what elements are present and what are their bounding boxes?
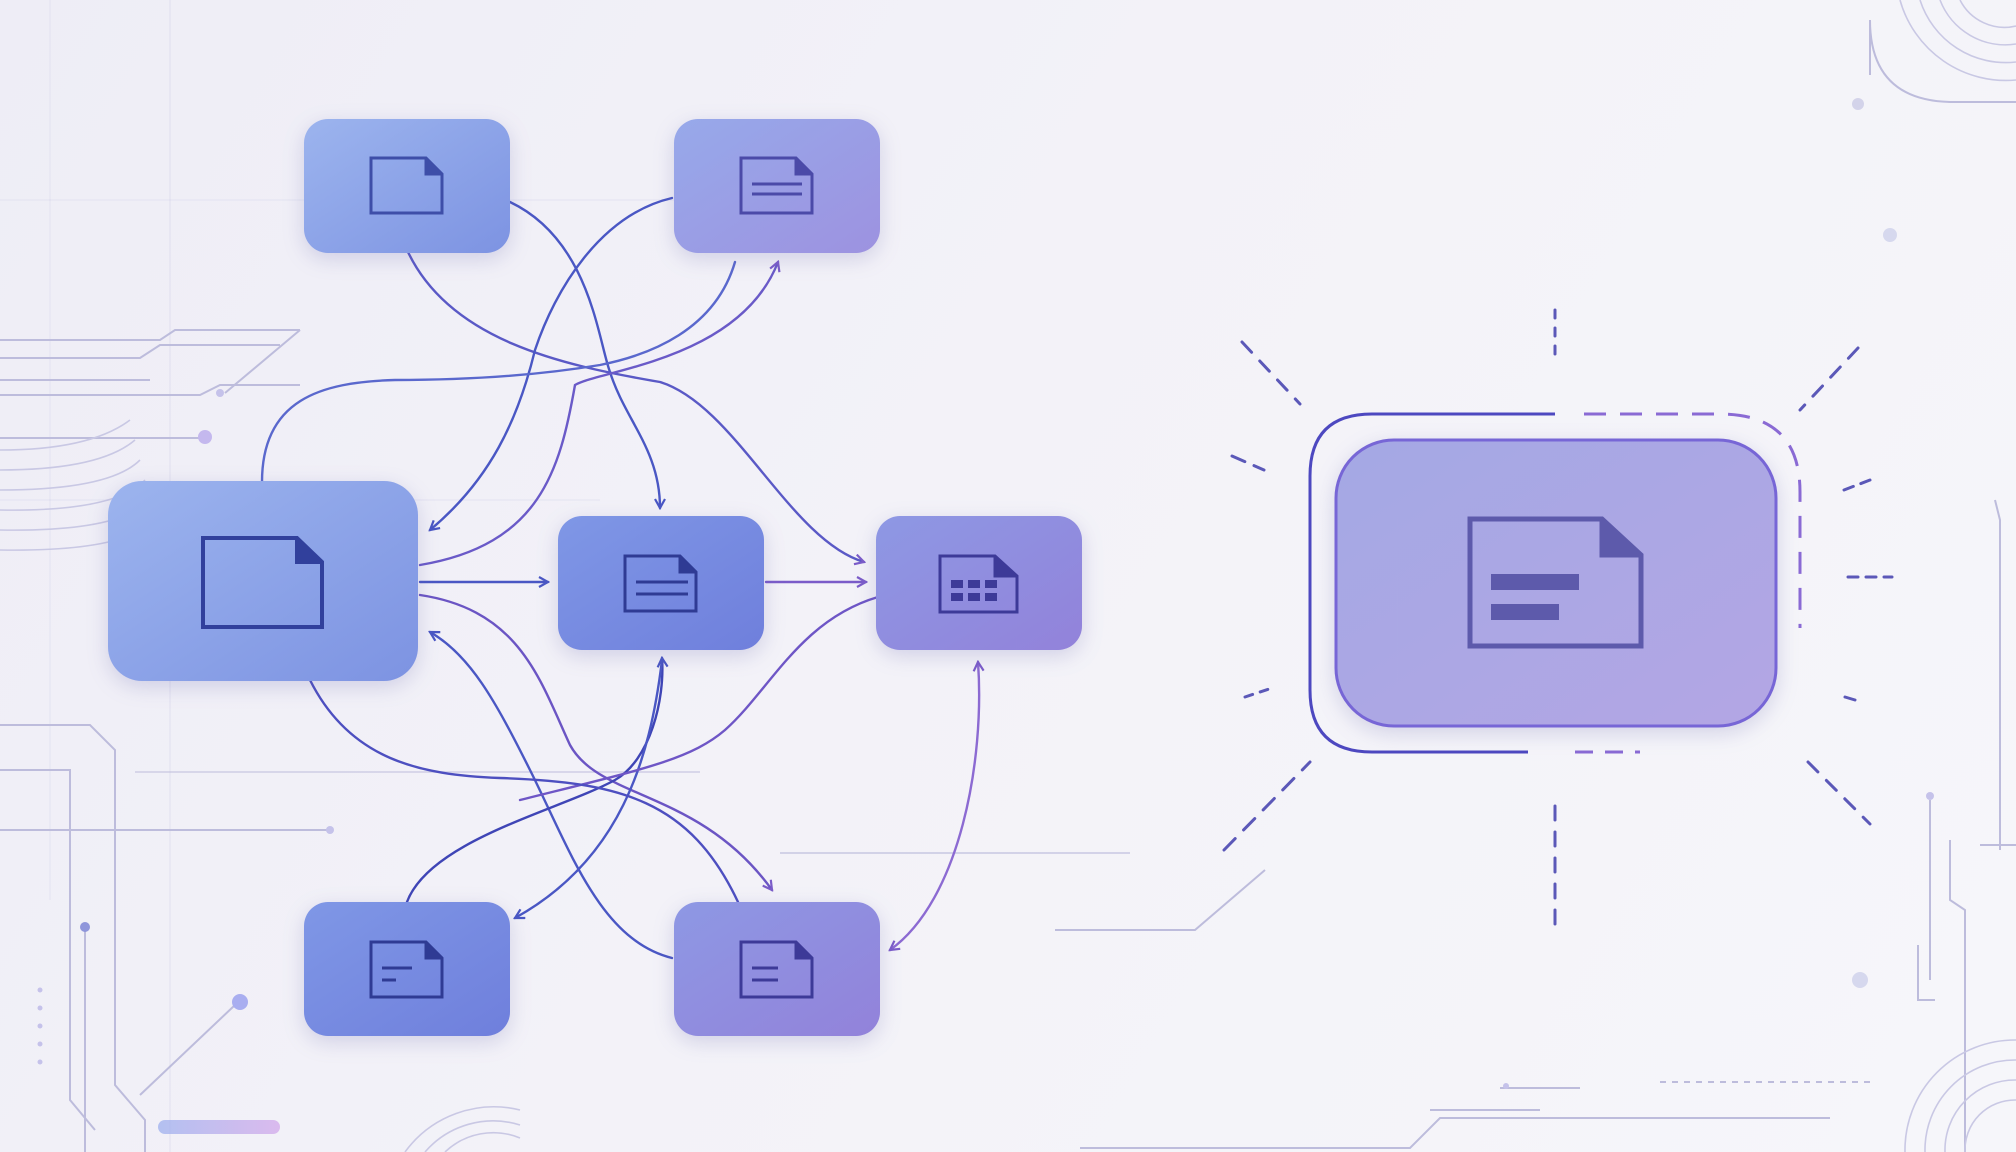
text-document-icon (739, 940, 814, 999)
spreadsheet-document-icon (938, 554, 1019, 614)
node-bottom-left[interactable] (304, 902, 510, 1036)
text-document-icon (1467, 516, 1644, 649)
decorative-dots (37, 98, 1934, 1089)
edge-left-large-to-bottom-right-b (308, 678, 740, 904)
edge-top-right-to-left-large (430, 196, 674, 530)
node-top-right[interactable] (674, 119, 880, 253)
edge-top-right-to-left-large-b (260, 260, 737, 484)
text-document-icon (369, 940, 444, 999)
node-bottom-right[interactable] (674, 902, 880, 1036)
edges (260, 196, 979, 960)
edge-top-left-to-right (406, 250, 864, 562)
edge-right-to-bottom-right (890, 662, 979, 950)
focus-burst-lines (1222, 308, 1894, 932)
blank-document-icon (201, 536, 324, 629)
edge-bottom-left-to-right (518, 595, 880, 802)
node-focus[interactable] (1334, 438, 1778, 728)
decorative-pill (158, 1120, 280, 1134)
edge-left-large-to-top-right (418, 262, 778, 567)
focus-outline (1308, 412, 1802, 754)
node-top-left[interactable] (304, 119, 510, 253)
edge-left-large-to-bottom-right (418, 593, 772, 890)
text-document-icon (623, 554, 698, 613)
edge-center-to-bottom-left (515, 658, 664, 920)
edge-bottom-left-to-center (405, 658, 662, 904)
node-center[interactable] (558, 516, 764, 650)
blank-document-icon (369, 156, 444, 215)
node-right[interactable] (876, 516, 1082, 650)
node-left-large[interactable] (108, 481, 418, 681)
edge-bottom-right-to-left-large (430, 630, 674, 960)
text-document-icon (739, 156, 814, 215)
